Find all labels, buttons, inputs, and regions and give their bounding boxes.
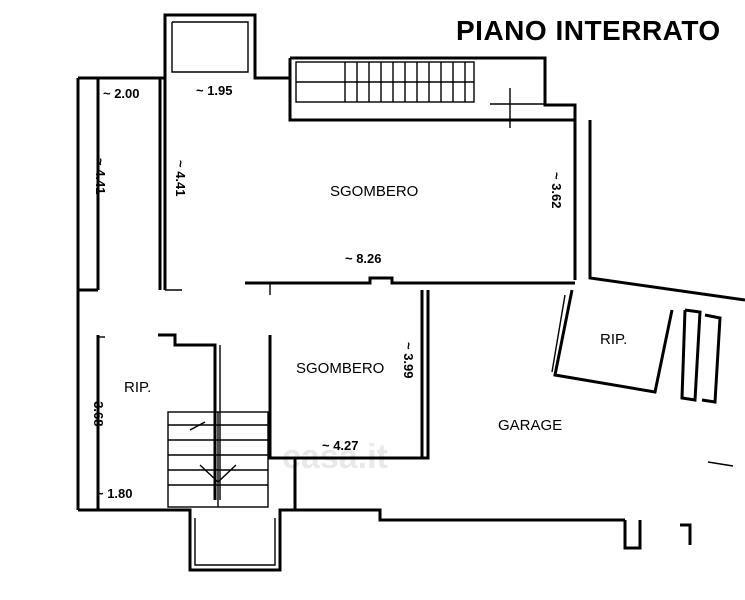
room-label-sgombero-top: SGOMBERO xyxy=(330,183,418,200)
dimension-label: ~ 4.41 xyxy=(93,158,108,195)
dimension-label: ~ 8.26 xyxy=(345,251,382,266)
dimension-label: ~ 3.99 xyxy=(401,342,416,379)
dimension-label: ~ 1.95 xyxy=(196,83,233,98)
room-label-rip-right: RIP. xyxy=(600,331,627,348)
room-label-sgombero-mid: SGOMBERO xyxy=(296,360,384,377)
room-label-garage: GARAGE xyxy=(498,417,562,434)
room-label-rip-left: RIP. xyxy=(124,379,151,396)
dimension-label: ~ 4.41 xyxy=(173,160,188,197)
dimension-label: ~ 3.68 xyxy=(91,390,106,427)
dimension-label: ~ 4.27 xyxy=(322,438,359,453)
walls xyxy=(76,13,745,572)
dimension-label: ~ 2.00 xyxy=(103,86,140,101)
dimension-label: ~ 1.80 xyxy=(96,486,133,501)
plan-title: PIANO INTERRATO xyxy=(456,15,721,46)
dimension-label: ~ 3.62 xyxy=(549,172,564,209)
